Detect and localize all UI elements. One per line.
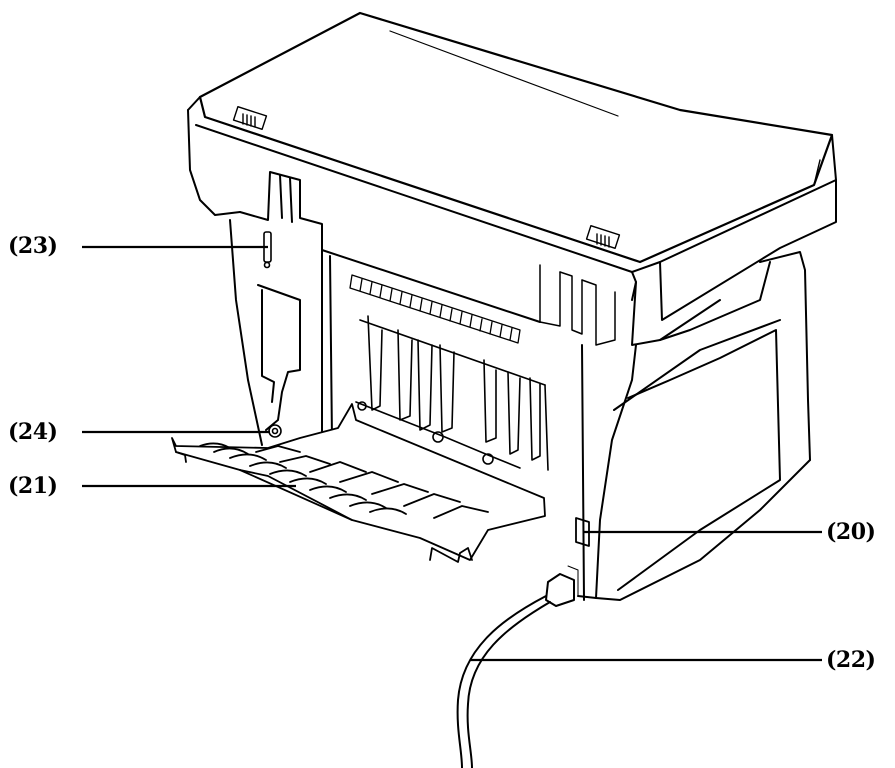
callout-label-24: (24) — [8, 419, 58, 445]
right-ribs — [539, 264, 616, 346]
left-side-panel — [229, 219, 333, 446]
paper-guides — [355, 315, 549, 471]
callout-label-21: (21) — [8, 473, 58, 499]
power-cord — [456, 565, 579, 768]
callout-label-23: (23) — [8, 233, 58, 259]
screw-24 — [268, 424, 282, 438]
exhaust-vent-grille — [349, 274, 521, 344]
output-tray — [171, 403, 546, 563]
hinge-right — [585, 225, 621, 249]
callout-leaders — [82, 245, 822, 662]
platen-cover — [198, 11, 834, 264]
power-switch-20 — [575, 517, 590, 547]
slot-23 — [263, 231, 272, 269]
scanner-housing — [187, 96, 837, 346]
callout-label-22: (22) — [826, 647, 876, 673]
callout-label-20: (20) — [826, 519, 876, 545]
hinge-left — [232, 106, 268, 130]
right-side-panel — [577, 251, 811, 601]
